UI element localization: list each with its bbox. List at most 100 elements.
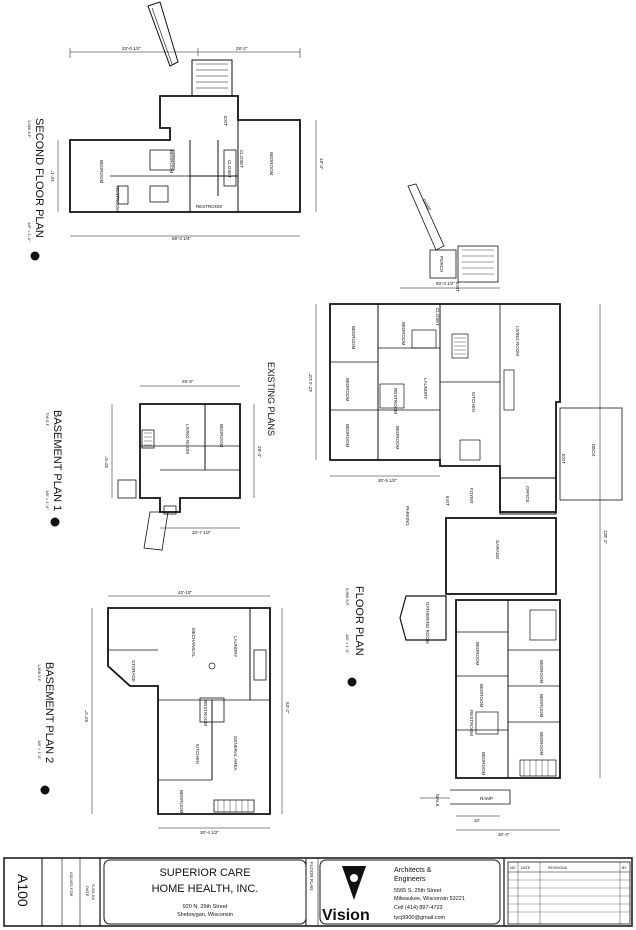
fp-room-bedroom-10: BEDROOM: [539, 694, 544, 718]
sf-room-closet-1: CLOSET: [227, 160, 232, 178]
fp-room-bedroom-11: BEDROOM: [539, 732, 544, 756]
fp-room-parking: PARKING: [405, 506, 410, 526]
b1-room-bedroom: BEDROOM: [219, 424, 224, 448]
fp-room-porch: PORCH: [439, 256, 444, 272]
firm-addr-2: Milwaukee, Wisconsin 53221: [394, 896, 465, 902]
fp-room-bedroom-7: BEDROOM: [479, 684, 484, 708]
fp-room-laundry: LAUNDRY: [423, 378, 428, 399]
sf-room-restroom-1: RESTROOM: [196, 204, 222, 209]
sf-room-bedroom-1: BEDROOM: [99, 160, 104, 184]
fp-room-ramp-2: RAMP: [480, 796, 493, 801]
b2-room-bedroom: BEDROOM: [179, 790, 184, 814]
fp-room-bedroom-5: BEDROOM: [395, 426, 400, 450]
fp-room-ramp: RAMP: [421, 198, 432, 212]
title-basement-2: BASEMENT PLAN 2: [43, 662, 55, 763]
address-line-1: 920 N. 26th Street: [183, 904, 228, 910]
sf-dim-top-left: 33'-0 1/2": [122, 46, 141, 51]
fp-room-foyer: FOYER: [469, 488, 474, 504]
title-basement-2-scale: 1/8" = 1'-0": [37, 740, 42, 760]
fp-room-bedroom-1: BEDROOM: [351, 326, 356, 350]
sf-dim-bottom: 59'-3 1/4": [172, 236, 191, 241]
client-line-2: HOME HEALTH, INC.: [152, 883, 259, 895]
b2-dim-top: 42'-10": [178, 590, 192, 595]
rev-by: BY: [622, 866, 627, 870]
fp-room-bedroom-3: BEDROOM: [345, 378, 350, 402]
title-second-floor: SECOND FLOOR PLAN: [33, 118, 45, 238]
sf-room-exit: EXIT: [223, 116, 228, 126]
issued-for-label: ISSUED FOR: [69, 872, 74, 897]
title-second-floor-scale: 1/8" = 1'-0": [27, 222, 32, 242]
address-line-2: Sheboygan, Wisconsin: [177, 912, 233, 918]
fp-room-restroom-2: RESTROOM: [469, 710, 474, 736]
fp-room-bedroom-6: BEDROOM: [475, 642, 480, 666]
north-arrow-icon: [30, 251, 357, 795]
title-floor-scale: 1/8" = 1'-0": [345, 634, 350, 654]
fp-dim-top: 60'-3 1/2": [436, 281, 455, 286]
fp-room-walk: WALK: [435, 794, 440, 807]
b2-dim-right: 53'-2": [285, 702, 290, 714]
fp-room-gathering: GATHERING ROOM: [425, 602, 430, 644]
firm-line-2: Engineers: [394, 876, 426, 883]
sf-room-bedroom-3: BEDROOM: [169, 150, 174, 174]
sf-dim-top-right: 28'-2": [236, 46, 248, 51]
b1-dim-top: 25'-8": [182, 379, 194, 384]
b2-room-kitchen: KITCHEN: [195, 744, 200, 764]
fp-room-bedroom-4: BEDROOM: [345, 424, 350, 448]
title-floor: FLOOR PLAN: [353, 586, 365, 656]
sf-dim-left: 16'-1": [50, 170, 55, 182]
client-line-1: SUPERIOR CARE: [159, 867, 250, 879]
sheet-title: FLOOR PLAN: [309, 862, 314, 891]
sheet-number: A100: [15, 874, 31, 907]
title-block: [3, 857, 633, 927]
b1-dim-right: 28'-4": [257, 446, 262, 458]
fp-dim-right: 128'-2": [603, 530, 608, 544]
firm-email: tycj9900@gmail.com: [394, 915, 446, 921]
b2-room-storage: STORAGE: [131, 660, 136, 682]
rev-date: DATE: [521, 866, 531, 870]
fp-dim-bottom: 30'-4": [498, 832, 510, 837]
b2-room-laundry: LAUNDRY: [233, 636, 238, 657]
title-second-floor-sf: 1,086 S.F.: [27, 120, 32, 138]
b2-dim-left: 52'-2": [84, 710, 89, 722]
firm-cell: Cell (414) 897-4723: [394, 905, 443, 911]
sf-room-restroom-2: RESTROOM: [115, 186, 120, 212]
basement-plan-1: [111, 385, 255, 551]
sf-dim-right: 18'-4": [319, 158, 324, 170]
fp-room-restroom: RESTROOM: [393, 388, 398, 414]
fp-room-exit-2: EXIT: [561, 454, 566, 464]
fp-dim-small: 10': [474, 818, 480, 823]
rev-no: NO.: [510, 866, 516, 870]
b2-dim-bottom: 30'-4 1/2": [200, 830, 219, 835]
fp-room-office: OFFICE: [525, 486, 530, 503]
title-basement-1-scale: 1/8" = 1'-0": [45, 490, 50, 510]
fp-dim-left: 42'-4 1/2": [308, 373, 313, 392]
title-basement-1: BASEMENT PLAN 1: [51, 410, 63, 511]
b2-room-mechanical: MECHANICAL: [191, 628, 196, 658]
sf-room-closet-2: CLOSET: [239, 150, 244, 168]
fp-room-exit-3: EXIT: [445, 496, 450, 506]
b1-dim-left: 32'-5": [104, 456, 109, 468]
b2-room-general: GENERAL AREA: [233, 736, 238, 771]
b2-room-restroom: RESTROOM: [203, 700, 208, 726]
fp-room-kitchen: KITCHEN: [471, 392, 476, 412]
fp-dim-mid: 30'-5 1/2": [378, 478, 397, 483]
date-label: DATE: [85, 886, 90, 897]
firm-line-1: Architects &: [394, 867, 432, 874]
firm-addr-1: 5565 S. 25th Street: [394, 888, 442, 894]
fp-room-deck: DECK: [591, 444, 596, 457]
floor-plan: [315, 183, 623, 831]
title-basement-1-sf: 708 S.F.: [45, 412, 50, 427]
rev-title: REVISIONS: [548, 866, 568, 870]
sf-room-bedroom-2: BEDROOM: [269, 152, 274, 176]
fp-room-bedroom-2: BEDROOM: [401, 322, 406, 346]
fp-room-bedroom-9: BEDROOM: [539, 660, 544, 684]
b1-room-living: LIVING ROOM: [185, 424, 190, 454]
b1-dim-bottom: 20'-7 1/2": [192, 530, 211, 535]
date-value: X-XX-XX: [91, 884, 96, 900]
title-basement-2-sf: 1,806 S.F.: [37, 664, 42, 682]
basement-plan-2: [91, 595, 283, 829]
fp-room-bedroom-8: BEDROOM: [481, 752, 486, 776]
fp-room-living: LIVING ROOM: [515, 326, 520, 356]
firm-logo-text: Vision: [322, 907, 370, 924]
